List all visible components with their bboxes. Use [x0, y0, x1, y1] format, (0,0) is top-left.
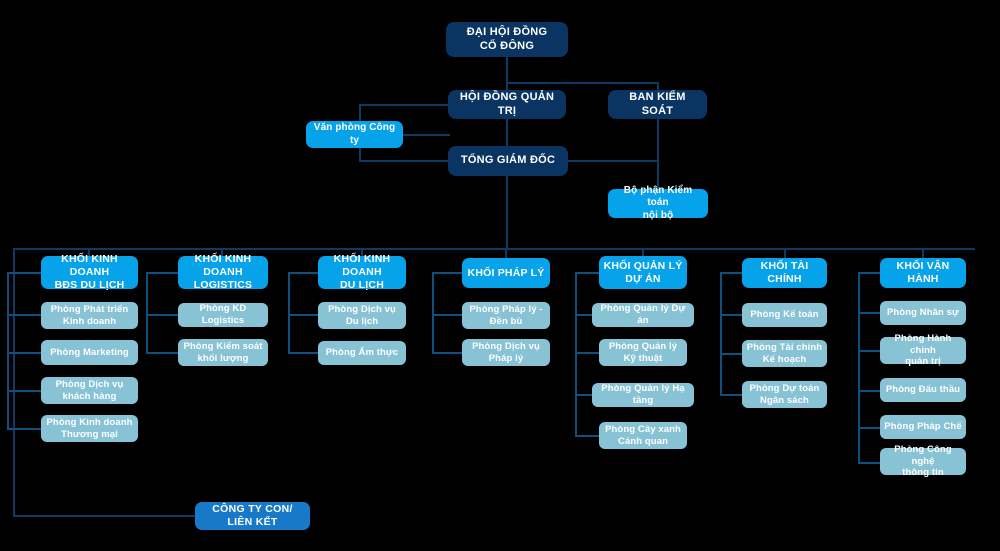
connector-col4-head — [432, 272, 462, 274]
connector-board-up — [506, 82, 508, 92]
node-company-office[interactable]: Văn phòng Công ty — [306, 121, 403, 148]
connector-col1-item-4 — [7, 428, 41, 430]
connector-board-to-ceo — [506, 118, 508, 146]
division-6-item-2[interactable]: Phòng Tài chính Kế hoạch — [742, 340, 827, 367]
connector-col2-spine — [146, 272, 148, 353]
connector-shareholders-to-supervisory — [506, 82, 658, 84]
connector-supervisory-to-audit — [657, 118, 659, 190]
connector-office-to-ceo — [359, 160, 448, 162]
connector-col1-item-1 — [7, 314, 41, 316]
division-head-3[interactable]: KHỐI KINH DOANH DU LỊCH — [318, 253, 406, 291]
connector-col6-item-1 — [720, 314, 742, 316]
connector-office-stub — [402, 134, 450, 136]
connector-drop-div-4 — [505, 248, 507, 260]
connector-office-to-board — [359, 104, 448, 106]
connector-col5-spine — [575, 272, 577, 436]
division-3-item-1[interactable]: Phòng Dịch vụ Du lịch — [318, 302, 406, 329]
connector-ceo-to-bus — [506, 176, 508, 250]
connector-main-bus — [13, 248, 975, 250]
division-head-7[interactable]: KHỐI VẬN HÀNH — [880, 258, 966, 288]
node-supervisory-board[interactable]: BAN KIỂM SOÁT — [608, 90, 707, 119]
division-5-item-2[interactable]: Phòng Quản lý Kỹ thuật — [599, 339, 687, 366]
division-1-item-4[interactable]: Phòng Kinh doanh Thương mại — [41, 415, 138, 442]
connector-supervisory-up — [657, 82, 659, 92]
connector-ceo-to-supervisory-spine — [568, 160, 659, 162]
connector-to-subsidiaries — [13, 515, 195, 517]
connector-col7-head — [858, 272, 880, 274]
division-1-item-1[interactable]: Phòng Phát triển Kinh doanh — [41, 302, 138, 329]
connector-col4-item-1 — [432, 314, 462, 316]
connector-col2-head — [146, 272, 178, 274]
connector-col1-item-3 — [7, 390, 41, 392]
division-6-item-3[interactable]: Phòng Dự toán Ngân sách — [742, 381, 827, 408]
node-subsidiaries[interactable]: CÔNG TY CON/ LIÊN KẾT — [195, 502, 310, 530]
division-6-item-1[interactable]: Phòng Kế toán — [742, 303, 827, 327]
node-internal-audit[interactable]: Bộ phận Kiểm toán nội bộ — [608, 185, 708, 221]
division-head-2[interactable]: KHỐI KINH DOANH LOGISTICS — [178, 253, 268, 291]
node-board-of-directors[interactable]: HỘI ĐỒNG QUẢN TRỊ — [448, 90, 566, 119]
connector-drop-div-5 — [642, 248, 644, 258]
connector-col3-spine — [288, 272, 290, 353]
division-7-item-2[interactable]: Phòng Hành chính quản trị — [880, 333, 966, 367]
connector-col1-spine — [7, 272, 9, 429]
connector-col2-item-2 — [146, 352, 178, 354]
connector-col7-item-5 — [858, 462, 880, 464]
division-4-item-1[interactable]: Phòng Pháp lý - Đền bù — [462, 302, 550, 329]
connector-col6-head — [720, 272, 742, 274]
connector-col4-spine — [432, 272, 434, 353]
division-7-item-4[interactable]: Phòng Pháp Chế — [880, 415, 966, 439]
node-shareholders-assembly[interactable]: ĐẠI HỘI ĐỒNG CỔ ĐÔNG — [446, 22, 568, 57]
connector-col5-item-1 — [575, 314, 599, 316]
division-3-item-2[interactable]: Phòng Ẩm thực — [318, 341, 406, 365]
connector-col7-spine — [858, 272, 860, 462]
division-head-1[interactable]: KHỐI KINH DOANH BĐS DU LỊCH — [41, 253, 138, 291]
connector-col7-item-4 — [858, 427, 880, 429]
connector-col7-item-3 — [858, 390, 880, 392]
connector-drop-div-1 — [88, 248, 90, 258]
division-2-item-1[interactable]: Phòng KD Logistics — [178, 303, 268, 327]
connector-col5-head — [575, 272, 599, 274]
connector-col6-item-3 — [720, 394, 742, 396]
connector-drop-div-6 — [784, 248, 786, 260]
division-1-item-2[interactable]: Phòng Marketing — [41, 340, 138, 365]
connector-col5-item-2 — [575, 352, 599, 354]
connector-drop-div-2 — [221, 248, 223, 258]
division-7-item-3[interactable]: Phòng Đấu thầu — [880, 378, 966, 402]
connector-col4-item-2 — [432, 352, 462, 354]
division-7-item-5[interactable]: Phòng Công nghệ thông tin — [880, 444, 966, 478]
connector-col3-item-2 — [288, 352, 318, 354]
division-2-item-2[interactable]: Phòng Kiểm soát khối lượng — [178, 339, 268, 366]
division-head-5[interactable]: KHỐI QUẢN LÝ DỰ ÁN — [599, 256, 687, 289]
connector-col3-head — [288, 272, 318, 274]
connector-col5-item-3 — [575, 394, 599, 396]
division-5-item-1[interactable]: Phòng Quản lý Dự án — [592, 303, 694, 327]
division-5-item-3[interactable]: Phòng Quản lý Hạ tầng — [592, 383, 694, 407]
division-1-item-3[interactable]: Phòng Dịch vụ khách hàng — [41, 377, 138, 404]
connector-col1-head — [7, 272, 41, 274]
connector-col3-item-1 — [288, 314, 318, 316]
connector-col2-item-1 — [146, 314, 178, 316]
division-7-item-1[interactable]: Phòng Nhân sự — [880, 301, 966, 325]
connector-col7-item-1 — [858, 312, 880, 314]
connector-col1-item-2 — [7, 352, 41, 354]
division-head-6[interactable]: KHỐI TÀI CHÍNH — [742, 258, 827, 288]
connector-left-outer-spine — [13, 248, 15, 516]
connector-col5-item-4 — [575, 435, 599, 437]
connector-shareholders-down — [506, 56, 508, 84]
connector-col6-item-2 — [720, 353, 742, 355]
connector-drop-div-7 — [922, 248, 924, 260]
division-4-item-2[interactable]: Phòng Dịch vụ Pháp lý — [462, 339, 550, 366]
division-head-4[interactable]: KHỐI PHÁP LÝ — [462, 258, 550, 288]
division-5-item-4[interactable]: Phòng Cây xanh Cảnh quan — [599, 422, 687, 449]
connector-col6-spine — [720, 272, 722, 395]
node-ceo[interactable]: TỔNG GIÁM ĐỐC — [448, 146, 568, 176]
connector-drop-div-3 — [361, 248, 363, 258]
connector-col7-item-2 — [858, 350, 880, 352]
